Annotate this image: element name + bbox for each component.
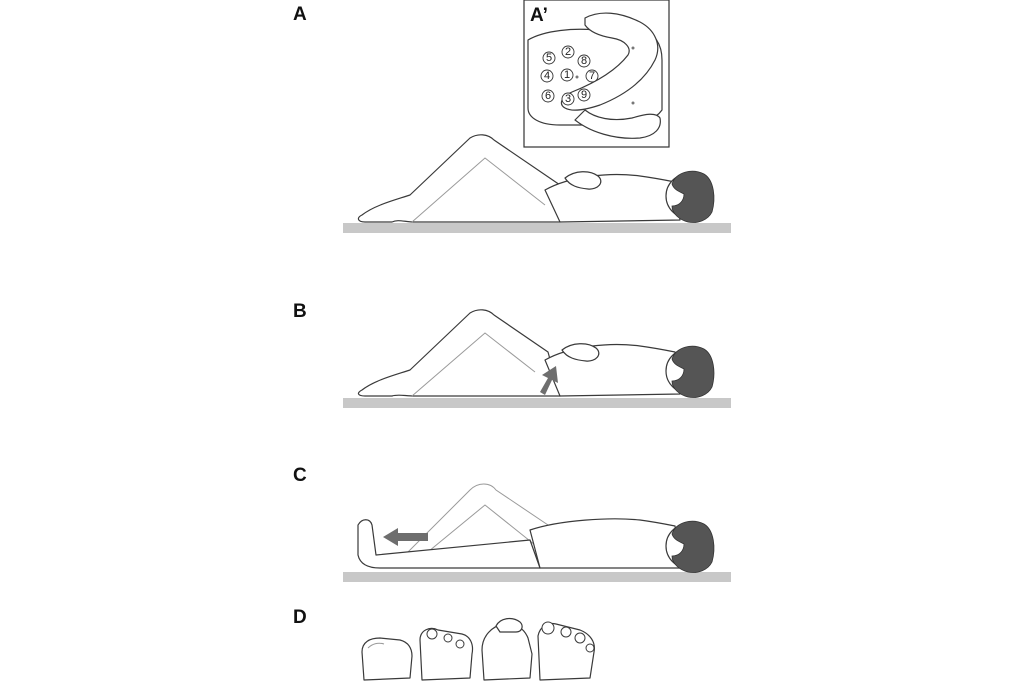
panel-label-a: A [293, 4, 307, 25]
inset-a-prime: 2 5 8 4 1 7 6 3 9 [523, 0, 670, 148]
foot-2-toe-2 [443, 633, 453, 643]
figure-a [343, 134, 731, 233]
foot-4-toe-4 [585, 643, 595, 653]
figure-b [343, 309, 731, 408]
svg-text:3: 3 [565, 93, 571, 105]
inset-point-5: 5 [542, 51, 556, 65]
inset-navel [575, 75, 579, 79]
inset-nipple-upper [631, 46, 635, 50]
figure-c-hair [671, 520, 715, 573]
svg-text:2: 2 [565, 46, 571, 58]
figure-d-feet [361, 617, 595, 681]
inset-lower-arm [574, 109, 661, 139]
panel-label-d: D [293, 607, 307, 628]
inset-nipple-lower [631, 101, 635, 105]
svg-text:8: 8 [581, 55, 587, 67]
foot-4-toe-1 [541, 621, 555, 635]
panel-label-c: C [293, 465, 307, 486]
foot-4-toe-2 [560, 626, 572, 638]
figure-c-ghost-leg-outer [394, 483, 549, 566]
inset-point-8: 8 [577, 54, 591, 68]
panel-label-a-prime: A’ [530, 5, 548, 26]
floor-c [343, 572, 731, 582]
figure-c-extended-leg [357, 519, 541, 569]
foot-4-toe-3 [574, 632, 586, 644]
figure-a-hands [564, 171, 602, 190]
svg-text:5: 5 [546, 52, 552, 64]
figure-c [343, 483, 731, 582]
foot-1-toe-line [367, 642, 385, 649]
figure-b-lift-arrow [540, 366, 558, 395]
inset-point-2: 2 [561, 45, 575, 59]
panel-label-b: B [293, 301, 307, 322]
foot-2-toe-3 [455, 639, 465, 649]
floor-b [343, 398, 731, 408]
figure-b-hair [671, 345, 715, 398]
figure-a-torso [544, 173, 681, 223]
svg-text:6: 6 [545, 90, 551, 102]
svg-text:4: 4 [544, 70, 550, 82]
figure-a-legs [357, 134, 561, 223]
figure-a-hair [671, 170, 715, 223]
svg-text:7: 7 [589, 70, 595, 82]
figure-a-inner-leg [411, 157, 546, 223]
inset-point-3: 3 [561, 92, 575, 106]
inset-point-1: 1 [560, 68, 574, 82]
foot-2-toe-1 [426, 628, 438, 640]
figure-b-inner-leg [411, 332, 536, 397]
figure-c-ghost-leg-inner [411, 504, 536, 566]
svg-text:1: 1 [564, 69, 570, 81]
floor-a [343, 223, 731, 233]
figure-c-push-arrow [383, 528, 428, 546]
inset-point-6: 6 [541, 89, 555, 103]
foot-1 [361, 637, 413, 681]
foot-3-toes [495, 617, 523, 633]
inset-upper-arm [560, 12, 659, 111]
inset-point-4: 4 [540, 69, 554, 83]
figure-b-hands [561, 343, 600, 362]
figure-c-torso [529, 518, 681, 569]
svg-text:9: 9 [581, 89, 587, 101]
figure-b-legs [357, 309, 561, 397]
inset-point-9: 9 [577, 88, 591, 102]
inset-point-7: 7 [585, 69, 599, 83]
